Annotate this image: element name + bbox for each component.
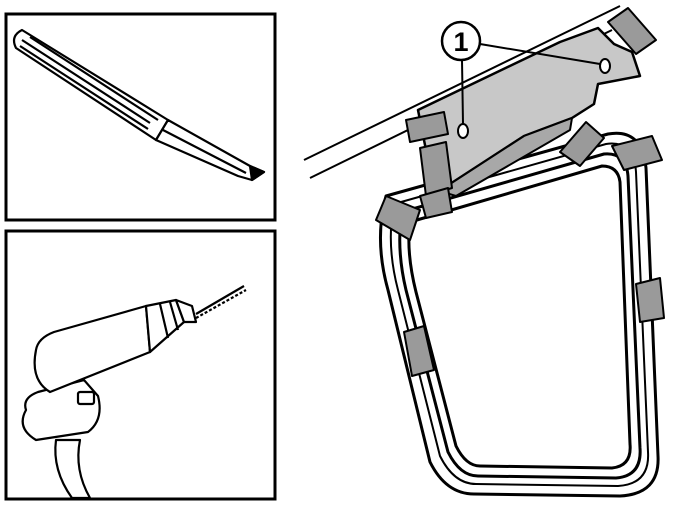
callout-1: 1 <box>440 20 601 125</box>
center-punch-panel <box>4 12 277 222</box>
tape-strip <box>419 141 453 197</box>
mounting-hole-right <box>599 58 611 74</box>
tape-strip <box>405 111 449 143</box>
tape-strip <box>375 195 421 241</box>
callout-number: 1 <box>453 27 468 57</box>
tape-strip <box>635 277 665 323</box>
tape-strip <box>559 121 605 167</box>
mounting-hole-left <box>457 123 469 139</box>
callout-leader-right <box>479 43 601 65</box>
tape-strip <box>611 135 663 171</box>
main-assembly-view: 1 <box>303 5 665 498</box>
callout-circle <box>440 20 482 62</box>
windshield-frame <box>379 131 660 498</box>
tape-strips <box>375 7 665 377</box>
center-punch-icon <box>12 28 266 182</box>
tape-strip <box>419 187 453 219</box>
power-drill-icon <box>21 285 247 500</box>
callout-leader-left <box>461 59 464 125</box>
power-drill-panel <box>4 229 277 501</box>
tape-strip <box>403 325 435 377</box>
tape-strip <box>607 7 657 55</box>
